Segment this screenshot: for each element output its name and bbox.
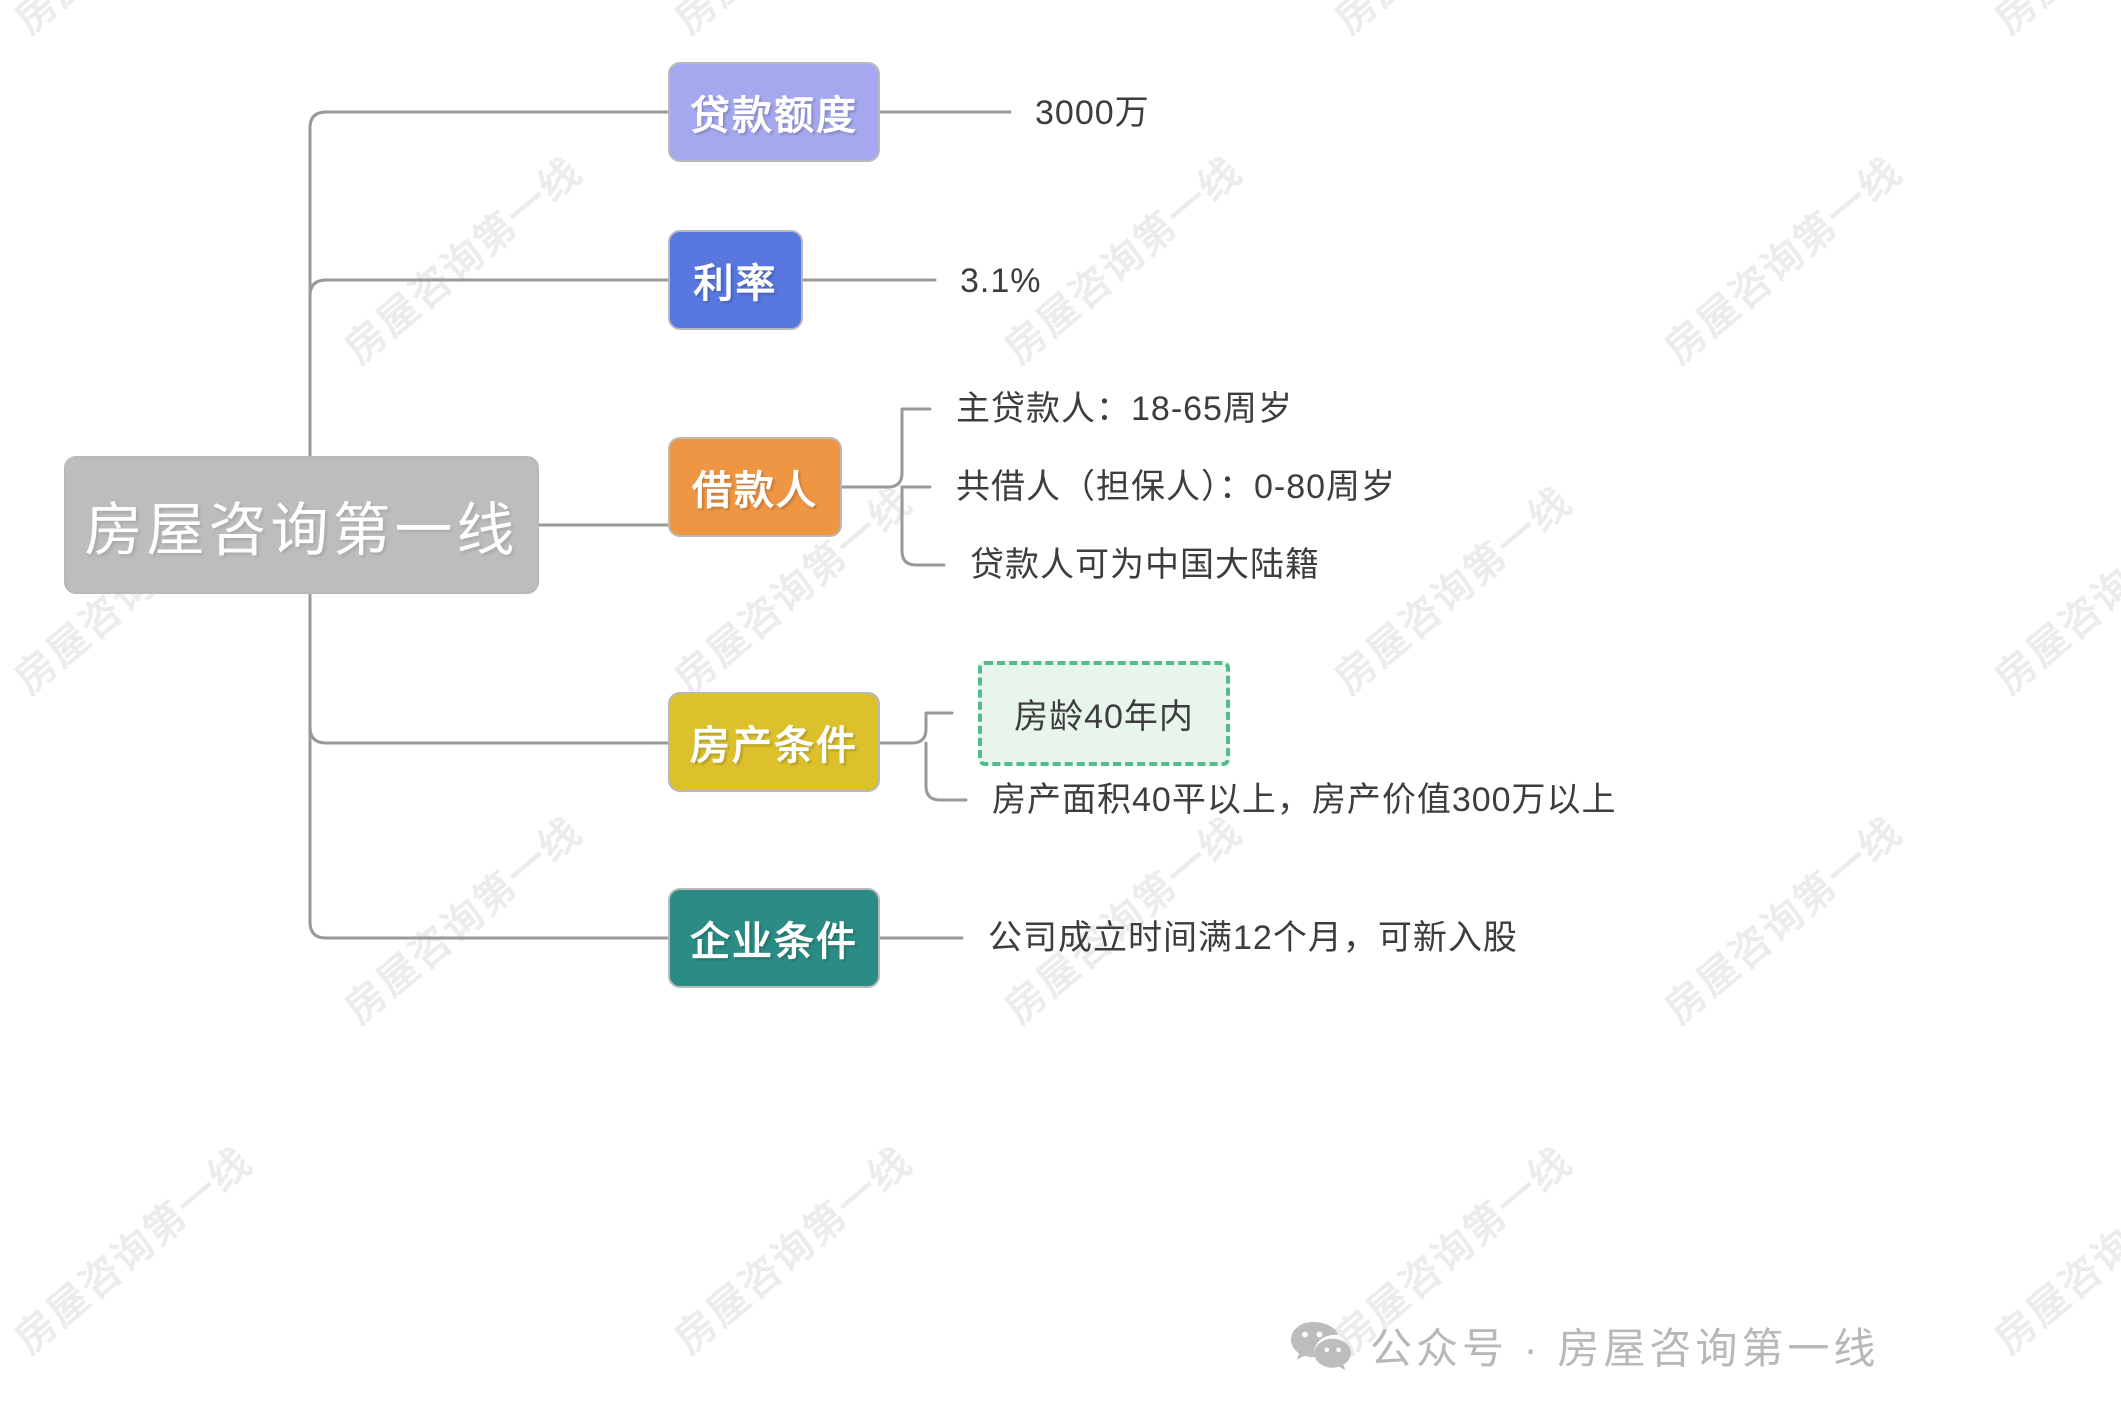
footer-brand-text: 公众号 · 房屋咨询第一线 bbox=[1370, 1325, 1880, 1372]
node-property-conditions-label: 房产条件 bbox=[690, 724, 858, 768]
footer-brand: 公众号 · 房屋咨询第一线 bbox=[1290, 1315, 1879, 1376]
node-root-label: 房屋咨询第一线 bbox=[84, 498, 519, 563]
leaf-property-age-callout-text: 房龄40年内 bbox=[1014, 698, 1194, 736]
leaf-borrower-coborrower-age: 共借人（担保人）：0-80周岁 bbox=[956, 468, 1397, 506]
node-borrower[interactable]: 借款人 bbox=[668, 437, 842, 537]
node-borrower-label: 借款人 bbox=[692, 469, 818, 513]
node-corporate-conditions-label: 企业条件 bbox=[690, 920, 858, 964]
leaf-loan-amount-value: 3000万 bbox=[1035, 94, 1150, 132]
node-property-conditions[interactable]: 房产条件 bbox=[668, 692, 880, 792]
leaf-borrower-nationality: 贷款人可为中国大陆籍 bbox=[970, 546, 1320, 584]
node-loan-amount-label: 贷款额度 bbox=[690, 94, 858, 138]
node-interest-rate-label: 利率 bbox=[693, 262, 778, 306]
leaf-interest-rate-value: 3.1% bbox=[960, 262, 1042, 300]
node-loan-amount[interactable]: 贷款额度 bbox=[668, 62, 880, 162]
wechat-icon bbox=[1290, 1320, 1352, 1372]
node-corporate-conditions[interactable]: 企业条件 bbox=[668, 888, 880, 988]
leaf-borrower-primary-age: 主贷款人：18-65周岁 bbox=[956, 390, 1293, 428]
leaf-corporate-age: 公司成立时间满12个月，可新入股 bbox=[988, 919, 1518, 957]
leaf-property-area-value: 房产面积40平以上，房产价值300万以上 bbox=[992, 781, 1617, 819]
node-interest-rate[interactable]: 利率 bbox=[668, 230, 803, 330]
leaf-property-age-callout: 房龄40年内 bbox=[978, 661, 1230, 766]
node-root[interactable]: 房屋咨询第一线 bbox=[64, 456, 539, 594]
